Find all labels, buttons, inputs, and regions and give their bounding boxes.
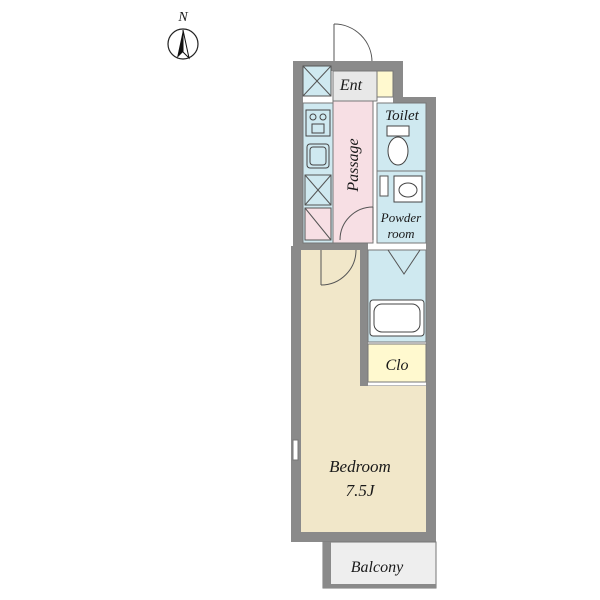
shoe-box <box>376 70 394 98</box>
powder-room-label-1: Powder <box>380 210 422 225</box>
bedroom-size: 7.5J <box>346 481 376 500</box>
closet-label: Clo <box>385 357 408 374</box>
door-swing-icon <box>339 206 374 241</box>
stove-icon <box>305 109 331 137</box>
entrance-door <box>333 23 373 63</box>
toilet-icon <box>386 125 410 166</box>
closet <box>367 343 427 383</box>
bedroom <box>301 250 360 532</box>
washbasin-icon <box>393 175 423 203</box>
entrance-label: Ent <box>339 77 363 94</box>
walls <box>291 61 436 542</box>
fridge-space-icon <box>304 174 332 206</box>
washer-space-icon <box>304 207 332 241</box>
sink-icon <box>306 143 330 169</box>
compass: N <box>167 10 199 60</box>
door-swing-icon <box>320 249 357 286</box>
bedroom-label: Bedroom <box>329 457 391 476</box>
compass-label: N <box>177 10 188 25</box>
passage-area <box>332 100 374 244</box>
passage-label: Passage <box>345 138 362 192</box>
balcony-label: Balcony <box>351 559 404 576</box>
north-arrow-icon <box>167 28 199 60</box>
window <box>292 439 299 461</box>
toilet-label: Toilet <box>385 108 419 124</box>
entrance-area <box>332 70 378 102</box>
door-swing-icon <box>387 249 421 275</box>
powder-room-label-2: room <box>388 226 415 241</box>
balcony <box>322 541 437 589</box>
bathtub-icon <box>369 299 425 337</box>
